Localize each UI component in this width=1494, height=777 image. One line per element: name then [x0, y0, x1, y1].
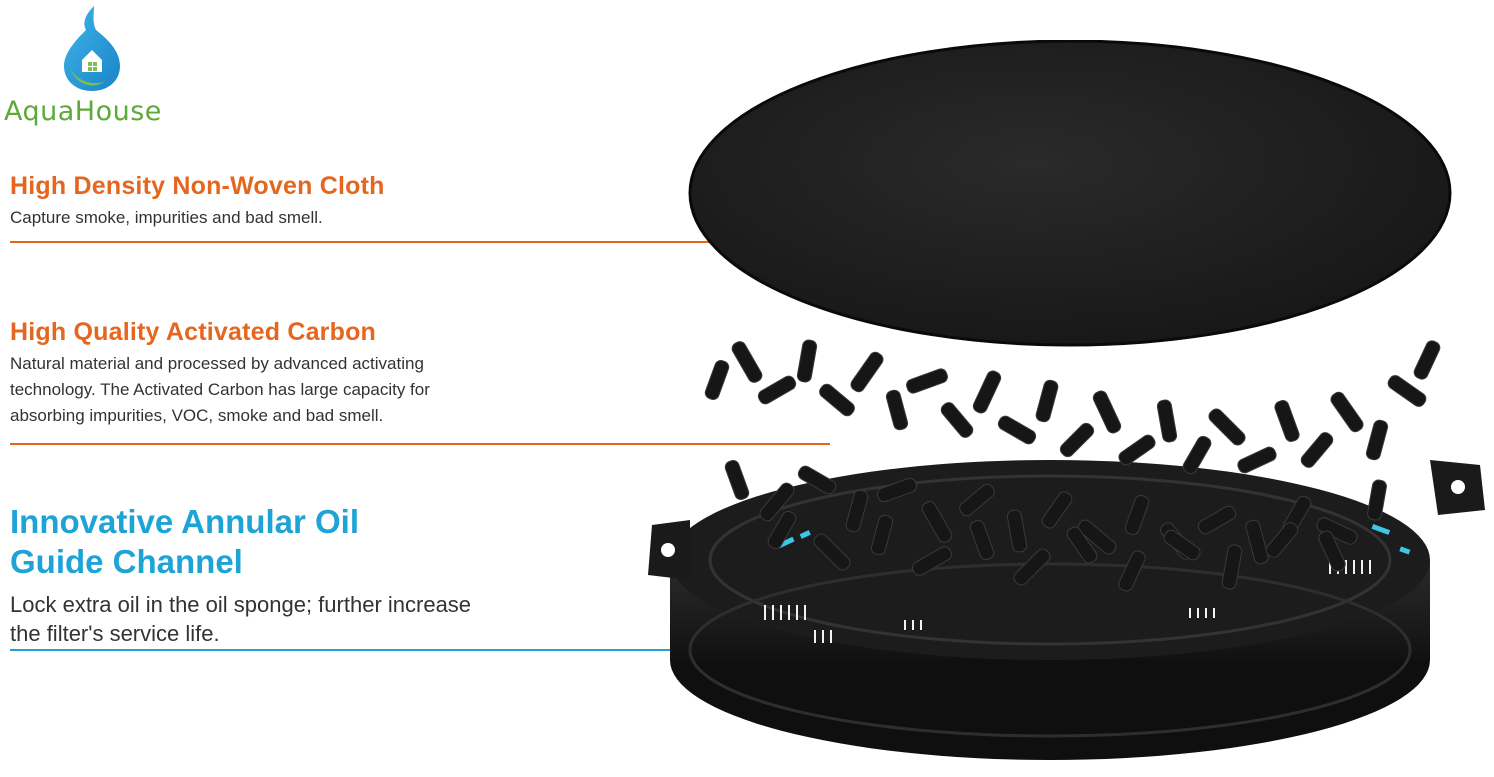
non-woven-cloth-disc — [688, 40, 1452, 347]
leader-line-cloth — [10, 241, 830, 243]
brand-logo: AquaHouse — [4, 2, 184, 130]
feature-oil-guide-channel: Innovative Annular Oil Guide Channel Loc… — [10, 502, 570, 648]
feature-description: Natural material and processed by advanc… — [10, 351, 430, 429]
description-line: Natural material and processed by advanc… — [10, 354, 424, 373]
description-line: absorbing impurities, VOC, smoke and bad… — [10, 406, 384, 425]
description-line: technology. The Activated Carbon has lar… — [10, 380, 430, 399]
title-line: Guide Channel — [10, 543, 243, 580]
feature-title: High Quality Activated Carbon — [10, 318, 377, 346]
feature-description: Lock extra oil in the oil sponge; furthe… — [10, 590, 570, 648]
leader-line-oil-channel — [10, 649, 787, 651]
description-line: the filter's service life. — [10, 621, 220, 646]
leader-line-carbon — [10, 443, 830, 445]
feature-title: Innovative Annular Oil Guide Channel — [10, 502, 440, 582]
filter-exploded-illustration — [648, 40, 1485, 760]
brand-name: AquaHouse — [4, 96, 162, 127]
feature-title: High Density Non-Woven Cloth — [10, 172, 385, 200]
water-drop-house-icon — [64, 6, 120, 91]
feature-non-woven-cloth: High Density Non-Woven Cloth Capture smo… — [10, 172, 385, 231]
description-line: Lock extra oil in the oil sponge; furthe… — [10, 592, 472, 617]
activated-carbon-pellets — [704, 339, 1441, 592]
feature-description: Capture smoke, impurities and bad smell. — [10, 208, 323, 227]
feature-activated-carbon: High Quality Activated Carbon Natural ma… — [10, 318, 430, 429]
title-line: Innovative Annular Oil — [10, 503, 359, 540]
